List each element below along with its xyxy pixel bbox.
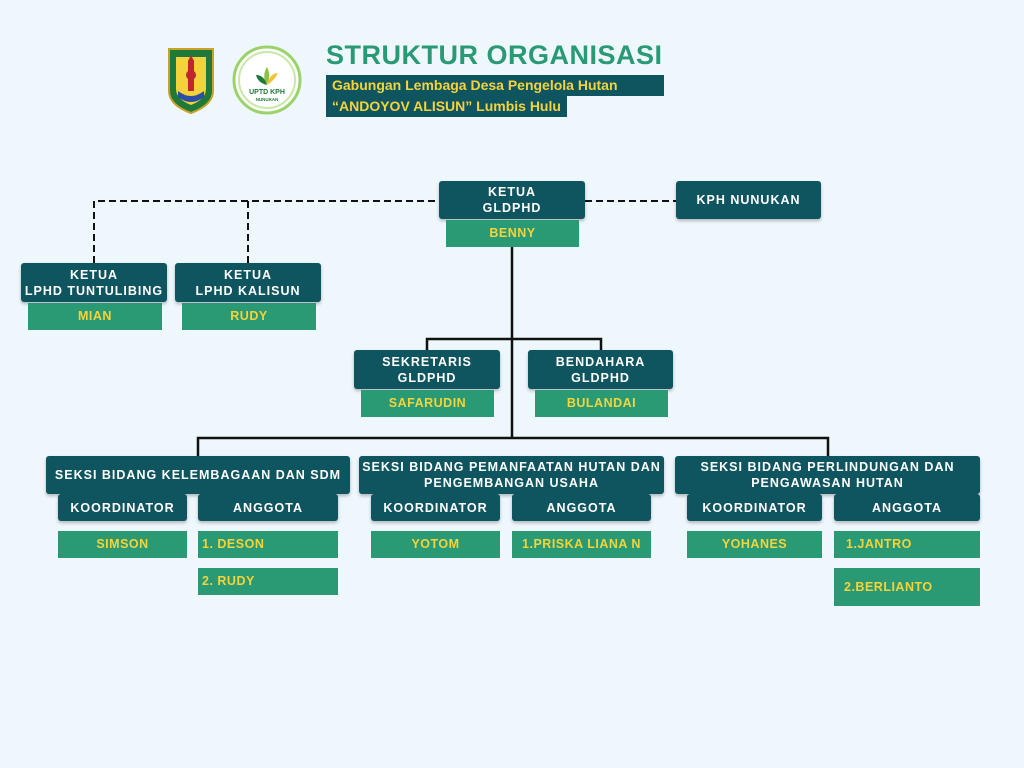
- seksi-perlindungan-koordinator-name: YOHANES: [687, 531, 822, 558]
- seksi-pemanfaatan-koordinator-name: YOTOM: [371, 531, 500, 558]
- ketua-name-box: BENNY: [446, 220, 579, 247]
- seksi-perlindungan-koordinator-label: KOORDINATOR: [687, 494, 822, 521]
- seksi-pemanfaatan-anggota-1: 1.PRISKA LIANA N: [512, 531, 651, 558]
- bendahara-title-box: BENDAHARA GLDPHD: [528, 350, 673, 389]
- sekretaris-title-box: SEKRETARIS GLDPHD: [354, 350, 500, 389]
- uptd-kph-nunukan-logo: UPTD KPH NUNUKAN: [232, 45, 302, 115]
- bendahara-name-box: BULANDAI: [535, 390, 668, 417]
- lphd-tuntulibing-title-box: KETUA LPHD TUNTULIBING: [21, 263, 167, 302]
- subtitle-line-1: Gabungan Lembaga Desa Pengelola Hutan: [326, 75, 664, 96]
- seksi-perlindungan-anggota-1: 1.JANTRO: [834, 531, 980, 558]
- seksi-perlindungan-anggota-2: 2.BERLIANTO: [834, 568, 980, 606]
- lphd-kalisun-name-box: RUDY: [182, 303, 316, 330]
- seksi-kelembagaan-koordinator-label: KOORDINATOR: [58, 494, 187, 521]
- dashed-line-lphd: [93, 200, 438, 263]
- seksi-kelembagaan-koordinator-name: SIMSON: [58, 531, 187, 558]
- kabupaten-emblem-logo: [166, 45, 216, 115]
- seksi-pemanfaatan-koordinator-label: KOORDINATOR: [371, 494, 500, 521]
- solid-connectors: [196, 247, 830, 456]
- seksi-pemanfaatan-title-box: SEKSI BIDANG PEMANFAATAN HUTAN DAN PENGE…: [359, 456, 664, 494]
- dashed-connectors: [93, 200, 676, 263]
- seksi-kelembagaan-anggota-2: 2. RUDY: [198, 568, 338, 595]
- seksi-perlindungan-anggota-label: ANGGOTA: [834, 494, 980, 521]
- subtitle-line-2: “ANDOYOV ALISUN” Lumbis Hulu: [326, 96, 567, 117]
- seksi-kelembagaan-title-box: SEKSI BIDANG KELEMBAGAAN DAN SDM: [46, 456, 350, 494]
- svg-text:UPTD KPH: UPTD KPH: [249, 89, 285, 96]
- seksi-perlindungan-title-box: SEKSI BIDANG PERLINDUNGAN DAN PENGAWASAN…: [675, 456, 980, 494]
- kph-nunukan-box: KPH NUNUKAN: [676, 181, 821, 219]
- seksi-pemanfaatan-anggota-label: ANGGOTA: [512, 494, 651, 521]
- page-title: STRUKTUR ORGANISASI: [326, 40, 663, 70]
- svg-text:NUNUKAN: NUNUKAN: [256, 97, 279, 102]
- lphd-kalisun-title-box: KETUA LPHD KALISUN: [175, 263, 321, 302]
- sekretaris-name-box: SAFARUDIN: [361, 390, 494, 417]
- seksi-kelembagaan-anggota-label: ANGGOTA: [198, 494, 338, 521]
- seksi-kelembagaan-anggota-1: 1. DESON: [198, 531, 338, 558]
- ketua-title-box: KETUA GLDPHD: [439, 181, 585, 219]
- lphd-tuntulibing-name-box: MIAN: [28, 303, 162, 330]
